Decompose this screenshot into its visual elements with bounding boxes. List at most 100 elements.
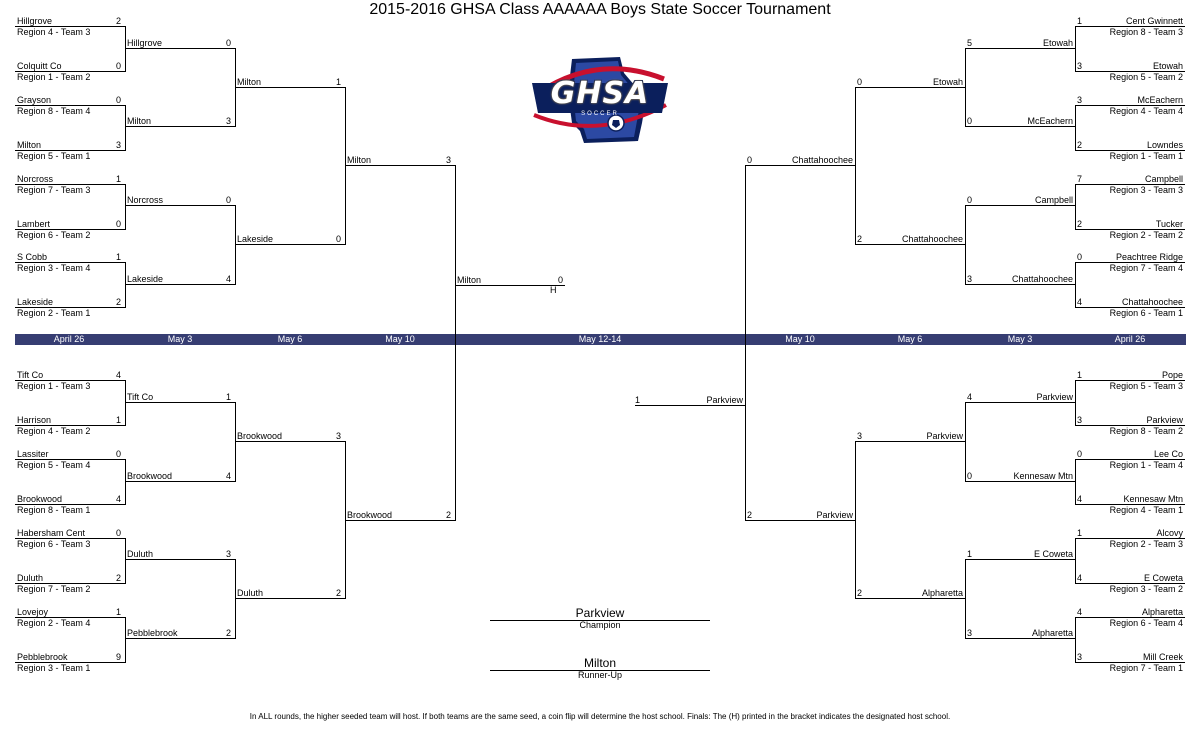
left-round2-slot3-team: Norcross (127, 195, 164, 205)
left-round1-slot5-score: 1 (115, 174, 121, 184)
right-round1-slot1-line (1075, 26, 1185, 27)
right-round2-slot2-team: McEachern (1027, 116, 1073, 126)
left-round3-slot2-score: 0 (335, 234, 341, 244)
right-final-team: Parkview (706, 395, 743, 405)
right-round2-slot3-score: 0 (967, 195, 973, 205)
right-round4-slot2-line (745, 520, 855, 521)
right-round2-connector1 (965, 48, 966, 127)
right-round2-slot3-line (965, 205, 1075, 206)
right-round1-slot7-line (1075, 262, 1185, 263)
date-label-final: May 12-14 (578, 334, 622, 344)
left-round2-slot3-score: 0 (225, 195, 231, 205)
right-round2-slot8-team: Alpharetta (1031, 628, 1073, 638)
right-round1-connector5 (1075, 380, 1076, 426)
right-round1-slot5-seed: Region 3 - Team 3 (1109, 185, 1183, 195)
left-round2-slot2-score: 3 (225, 116, 231, 126)
right-round1-slot4-score: 2 (1077, 140, 1083, 150)
left-round4-slot1-line (345, 165, 455, 166)
left-round1-slot7-team: S Cobb (17, 252, 48, 262)
left-round2-slot2-line (125, 126, 235, 127)
left-round1-slot7-line (15, 262, 125, 263)
right-round1-slot6-line (1075, 229, 1185, 230)
right-round1-slot5-line (1075, 184, 1185, 185)
left-round4-slot1-team: Milton (347, 155, 372, 165)
left-round3-slot3-team: Brookwood (237, 431, 283, 441)
left-round4-slot1-score: 3 (445, 155, 451, 165)
georgia-state-icon (532, 57, 668, 143)
left-round1-slot10-score: 1 (115, 415, 121, 425)
left-round1-slot3-seed: Region 8 - Team 4 (17, 106, 91, 116)
right-round2-slot6-team: Kennesaw Mtn (1013, 471, 1073, 481)
runner-up-line (490, 670, 710, 671)
right-round1-connector4 (1075, 262, 1076, 308)
right-round1-slot14-team: E Coweta (1143, 573, 1183, 583)
right-round1-slot16-line (1075, 662, 1185, 663)
right-round4-slot2-team: Parkview (816, 510, 853, 520)
right-round1-slot7-team: Peachtree Ridge (1115, 252, 1183, 262)
right-round1-slot3-score: 3 (1077, 95, 1083, 105)
left-round1-connector8 (125, 617, 126, 663)
left-round1-slot9-seed: Region 1 - Team 3 (17, 381, 91, 391)
right-round1-slot16-team: Mill Creek (1142, 652, 1183, 662)
right-round1-slot15-line (1075, 617, 1185, 618)
right-round1-slot1-team: Cent Gwinnett (1125, 16, 1183, 26)
left-round1-slot13-team: Habersham Cent (17, 528, 86, 538)
right-round3-slot2-team: Chattahoochee (901, 234, 963, 244)
left-round3-slot4-team: Duluth (237, 588, 264, 598)
right-round1-slot12-line (1075, 504, 1185, 505)
right-round1-slot5-score: 7 (1077, 174, 1083, 184)
left-round1-slot1-seed: Region 4 - Team 3 (17, 27, 91, 37)
left-round2-slot2-team: Milton (127, 116, 152, 126)
right-round2-slot2-line (965, 126, 1075, 127)
right-round1-slot2-score: 3 (1077, 61, 1083, 71)
runner-up-team: Milton (583, 656, 616, 670)
right-round2-connector3 (965, 402, 966, 482)
right-round1-slot9-line (1075, 380, 1185, 381)
right-round3-connector2 (855, 441, 856, 599)
right-round2-slot6-score: 0 (967, 471, 973, 481)
left-round2-slot4-team: Lakeside (127, 274, 164, 284)
right-round1-connector1 (1075, 26, 1076, 72)
right-round1-slot10-team: Parkview (1146, 415, 1183, 425)
left-round3-slot3-line (235, 441, 345, 442)
left-round1-slot10-line (15, 425, 125, 426)
right-round1-slot10-seed: Region 8 - Team 2 (1109, 426, 1183, 436)
right-round1-connector6 (1075, 459, 1076, 505)
right-final-score: 1 (635, 395, 641, 405)
left-round1-slot14-score: 2 (115, 573, 121, 583)
left-round2-slot7-line (125, 559, 235, 560)
right-round1-slot1-seed: Region 8 - Team 3 (1109, 27, 1183, 37)
right-round1-slot16-score: 3 (1077, 652, 1083, 662)
left-round1-slot2-line (15, 71, 125, 72)
left-round1-slot8-score: 2 (115, 297, 121, 307)
right-round1-slot6-seed: Region 2 - Team 2 (1109, 230, 1183, 240)
left-round1-connector6 (125, 459, 126, 505)
left-round1-slot12-line (15, 504, 125, 505)
right-round1-slot4-line (1075, 150, 1185, 151)
left-round1-slot4-seed: Region 5 - Team 1 (17, 151, 91, 161)
left-round1-slot13-line (15, 538, 125, 539)
left-round2-slot6-score: 4 (225, 471, 231, 481)
date-band (15, 334, 1186, 345)
right-round2-slot4-team: Chattahoochee (1011, 274, 1073, 284)
right-round3-slot1-score: 0 (857, 77, 863, 87)
left-round3-slot4-score: 2 (335, 588, 341, 598)
right-round1-slot12-score: 4 (1077, 494, 1083, 504)
left-round1-slot11-team: Lassiter (17, 449, 49, 459)
left-round3-slot1-score: 1 (335, 77, 341, 87)
right-round3-slot4-line (855, 598, 965, 599)
logo-subtext: SOCCER (581, 111, 619, 117)
right-round4-slot1-team: Chattahoochee (791, 155, 853, 165)
right-round1-slot2-team: Etowah (1152, 61, 1183, 71)
right-round1-slot2-line (1075, 71, 1185, 72)
left-round1-slot3-team: Grayson (17, 95, 52, 105)
right-round1-slot8-score: 4 (1077, 297, 1083, 307)
right-round1-slot6-score: 2 (1077, 219, 1083, 229)
left-round2-slot5-line (125, 402, 235, 403)
right-round1-slot8-line (1075, 307, 1185, 308)
left-round2-slot7-team: Duluth (127, 549, 154, 559)
left-round1-slot5-line (15, 184, 125, 185)
right-round1-slot7-score: 0 (1077, 252, 1083, 262)
right-round1-connector7 (1075, 538, 1076, 584)
left-round1-slot9-team: Tift Co (17, 370, 44, 380)
